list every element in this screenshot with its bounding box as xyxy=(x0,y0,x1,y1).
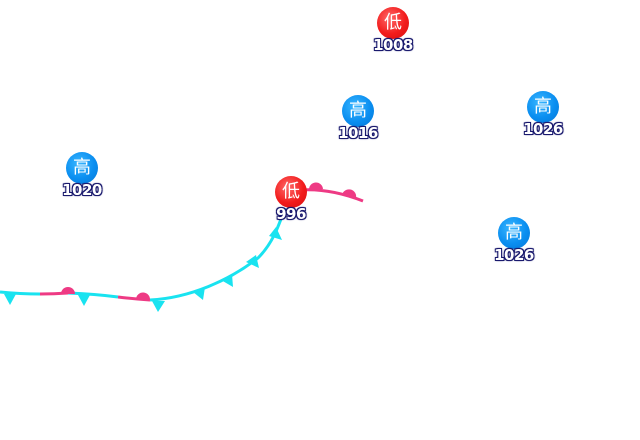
high-pressure-center: 高 1016 xyxy=(328,95,388,142)
occluded-front-line xyxy=(117,295,151,302)
cold-front-line xyxy=(0,290,41,296)
cold-front-triangle xyxy=(269,227,282,240)
high-pressure-center: 高 1026 xyxy=(484,217,544,264)
low-pressure-center: 低 996 xyxy=(261,176,321,223)
cold-front-triangle xyxy=(246,255,259,268)
warm-front-semicircle xyxy=(136,292,151,300)
pressure-label: 1020 xyxy=(62,181,102,199)
warm-front-semicircle xyxy=(342,189,357,198)
low-pressure-center: 低 1008 xyxy=(363,7,423,54)
pressure-label: 1008 xyxy=(373,36,413,54)
high-pressure-icon: 高 xyxy=(498,217,530,249)
pressure-label: 1026 xyxy=(523,120,563,138)
cold-front-triangle xyxy=(221,274,233,287)
warm-front-semicircle xyxy=(308,182,323,190)
occluded-front xyxy=(39,182,364,302)
low-pressure-icon: 低 xyxy=(275,176,307,208)
high-pressure-icon: 高 xyxy=(342,95,374,127)
cold-front-triangle xyxy=(4,294,16,305)
cold-front-triangle xyxy=(78,295,90,306)
cold-front-triangle xyxy=(152,301,165,312)
low-pressure-icon: 低 xyxy=(377,7,409,39)
cold-front-line xyxy=(67,291,119,299)
pressure-label: 996 xyxy=(276,205,306,223)
high-pressure-icon: 高 xyxy=(527,91,559,123)
pressure-label: 1016 xyxy=(338,124,378,142)
high-pressure-center: 高 1026 xyxy=(513,91,573,138)
warm-front-semicircle xyxy=(61,287,75,294)
high-pressure-icon: 高 xyxy=(66,152,98,184)
high-pressure-center: 高 1020 xyxy=(52,152,112,199)
cold-front-triangle xyxy=(193,287,205,300)
pressure-label: 1026 xyxy=(494,246,534,264)
